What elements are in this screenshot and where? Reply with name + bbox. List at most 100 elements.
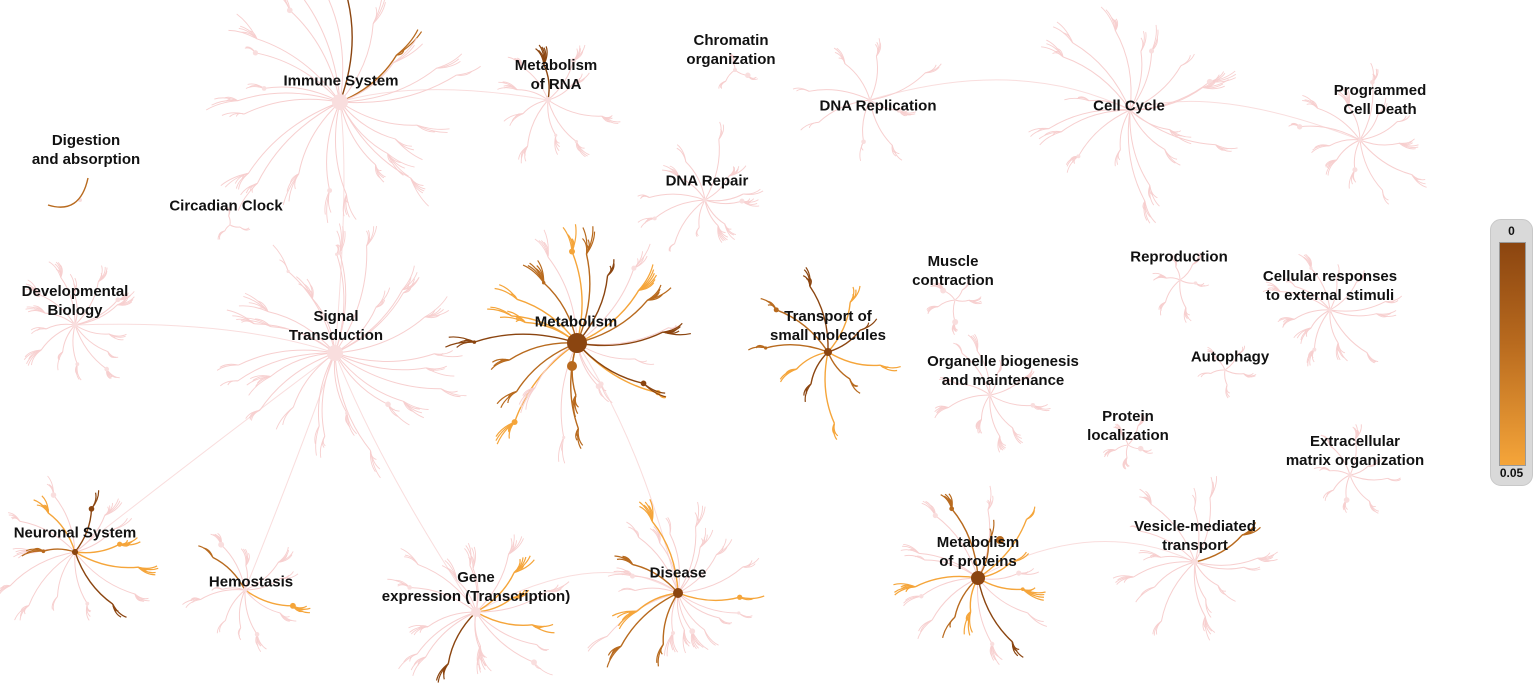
leaf-branch — [403, 276, 420, 294]
label-line: and maintenance — [941, 372, 1065, 389]
branch — [56, 551, 76, 597]
leaf-branch — [1028, 127, 1049, 133]
branch — [60, 277, 76, 326]
branch — [704, 199, 743, 205]
sub-node — [286, 7, 293, 14]
branch — [824, 351, 836, 424]
label-line: of RNA — [530, 76, 582, 93]
sub-node — [629, 573, 636, 579]
leaf-branch — [1354, 424, 1362, 440]
leaf-branch — [296, 276, 313, 299]
leaf-branch — [961, 279, 971, 291]
leaf-branch — [718, 80, 726, 89]
hub-node-dna-replication — [868, 98, 872, 102]
leaf-branch — [280, 573, 299, 579]
branch — [28, 551, 76, 606]
label-neuronal-system: Neuronal System — [14, 524, 137, 543]
leaf-branch — [249, 375, 271, 380]
cluster-cellular-responses — [1262, 253, 1403, 367]
branch — [287, 271, 336, 354]
branch — [776, 309, 829, 353]
sub-node — [511, 419, 518, 426]
leaf-branch — [543, 229, 549, 258]
branch — [289, 9, 341, 103]
label-line: Muscle — [927, 253, 979, 270]
branch — [74, 551, 136, 595]
leaf-branch — [41, 495, 49, 514]
branch — [977, 577, 1013, 643]
branch — [654, 199, 706, 219]
leaf-branch — [1139, 550, 1161, 558]
leaf-branch — [424, 296, 448, 318]
leaf-branch — [108, 333, 124, 341]
leaf-branch — [1139, 488, 1152, 505]
branch — [339, 23, 374, 103]
leaf-branch — [1142, 200, 1146, 211]
branch — [425, 611, 477, 658]
branch — [229, 224, 241, 228]
sub-node — [689, 628, 696, 635]
label-reproduction: Reproduction — [1130, 248, 1228, 267]
leaf-branch — [436, 61, 461, 69]
branch — [704, 175, 730, 201]
leaf-branch — [1323, 435, 1331, 446]
branch — [1194, 497, 1211, 563]
branch — [74, 508, 93, 553]
sub-node — [640, 380, 647, 387]
branch — [954, 299, 970, 302]
sub-node — [345, 411, 349, 416]
leaf-branch — [51, 596, 58, 610]
branch — [651, 520, 679, 594]
branch — [244, 589, 293, 607]
leaf-branch — [408, 624, 429, 629]
sub-node — [50, 492, 57, 498]
leaf-branch — [987, 485, 992, 510]
leaf-branch — [112, 518, 133, 530]
leaf-branch — [216, 620, 226, 634]
branch — [1179, 279, 1196, 284]
branch — [937, 299, 956, 308]
leaf-branch — [682, 629, 686, 654]
leaf-branch — [1293, 327, 1312, 339]
leaf-branch — [1152, 272, 1167, 279]
leaf-branch — [223, 96, 238, 102]
leaf-branch — [226, 309, 255, 325]
leaf-branch — [743, 190, 764, 195]
leaf-branch — [1193, 487, 1197, 509]
leaf-branch — [496, 391, 517, 405]
leaf-branch — [499, 316, 526, 323]
leaf-branch — [416, 124, 436, 133]
sub-node — [35, 291, 42, 298]
leaf-branch — [1217, 585, 1236, 602]
branch — [677, 526, 697, 594]
leaf-branch — [558, 437, 565, 462]
leaf-branch — [1411, 174, 1427, 188]
leaf-branch — [533, 662, 553, 676]
leaf-branch — [1022, 588, 1044, 601]
leaf-branch — [601, 115, 612, 123]
branch — [547, 99, 577, 142]
leaf-branch — [448, 336, 475, 343]
branch — [1294, 286, 1331, 311]
cluster-vesicle-mediated-transport — [1112, 476, 1279, 641]
leaf-branch — [572, 77, 586, 85]
cluster-reproduction — [1152, 252, 1210, 323]
leaf-branch — [997, 365, 1002, 374]
leaf-branch — [1215, 144, 1226, 151]
hub-node-protein-localization — [1127, 444, 1129, 446]
branch — [1317, 107, 1361, 141]
leaf-branch — [211, 100, 238, 106]
leaf-branch — [1313, 467, 1331, 472]
branch — [869, 99, 900, 111]
branch — [72, 324, 78, 365]
leaf-branch — [955, 343, 963, 354]
leaf-branch — [742, 557, 760, 568]
hub-node-programmed-cell-death — [1358, 138, 1362, 142]
leaf-branch — [1169, 129, 1180, 138]
leaf-branch — [1377, 97, 1387, 115]
branch — [508, 342, 578, 361]
sub-node — [1352, 167, 1358, 173]
branch — [1121, 435, 1129, 446]
